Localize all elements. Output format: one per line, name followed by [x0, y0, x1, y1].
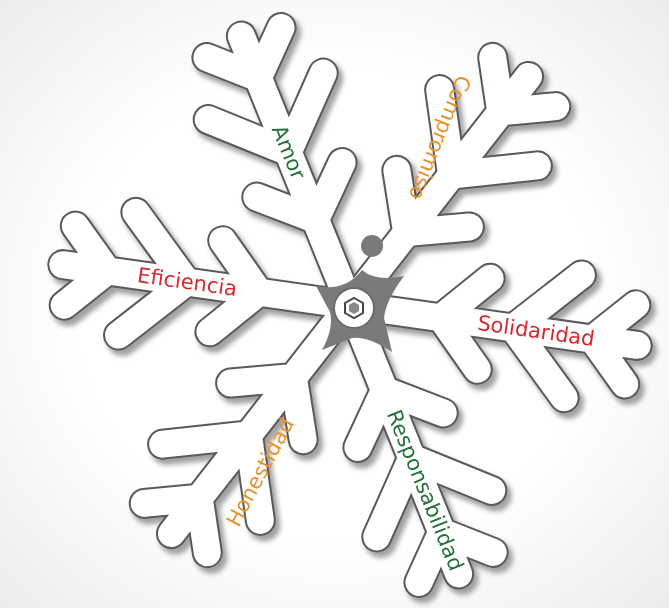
snowflake-body — [54, 13, 646, 597]
snowflake-outline — [54, 13, 646, 597]
center-logo — [316, 235, 404, 352]
